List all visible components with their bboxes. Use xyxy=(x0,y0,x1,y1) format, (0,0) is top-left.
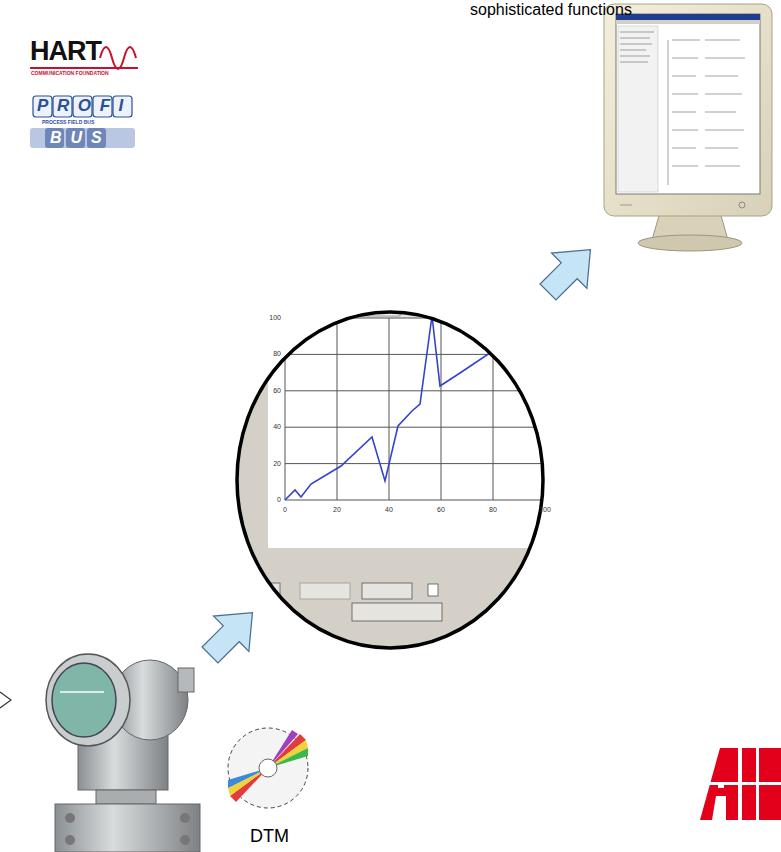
logo-text: PROCESS FIELD BUS xyxy=(42,120,94,126)
cd-disc xyxy=(228,728,308,808)
logo-text: COMMUNICATION FOUNDATION xyxy=(31,71,109,77)
axis-tick: 20 xyxy=(273,460,281,468)
cd-label: DTM xyxy=(250,827,289,847)
pressure-transmitter xyxy=(46,654,200,852)
logo-text: HART xyxy=(30,37,101,67)
axis-tick: 40 xyxy=(385,506,393,514)
monitor xyxy=(604,4,772,251)
axis-tick: 100 xyxy=(269,314,281,322)
logo-text: PROFI xyxy=(37,97,132,116)
axis-tick: 0 xyxy=(277,496,281,504)
logo-text: BUS xyxy=(50,129,111,147)
axis-tick: 80 xyxy=(489,506,497,514)
abb-logo xyxy=(700,748,781,820)
axis-tick: 40 xyxy=(273,423,281,431)
axis-tick: 0 xyxy=(283,506,287,514)
axis-tick: 20 xyxy=(333,506,341,514)
screenshot-magnifier xyxy=(230,300,550,660)
slide-text: sophisticated functions xyxy=(470,1,632,19)
axis-tick: 60 xyxy=(437,506,445,514)
axis-tick: 60 xyxy=(273,387,281,395)
axis-tick: 80 xyxy=(273,351,281,359)
arrow-fragment xyxy=(0,692,11,708)
profibus-logo xyxy=(30,96,135,148)
flow-arrow xyxy=(530,232,608,310)
axis-tick: 100 xyxy=(539,506,551,514)
flow-arrow xyxy=(192,595,270,673)
